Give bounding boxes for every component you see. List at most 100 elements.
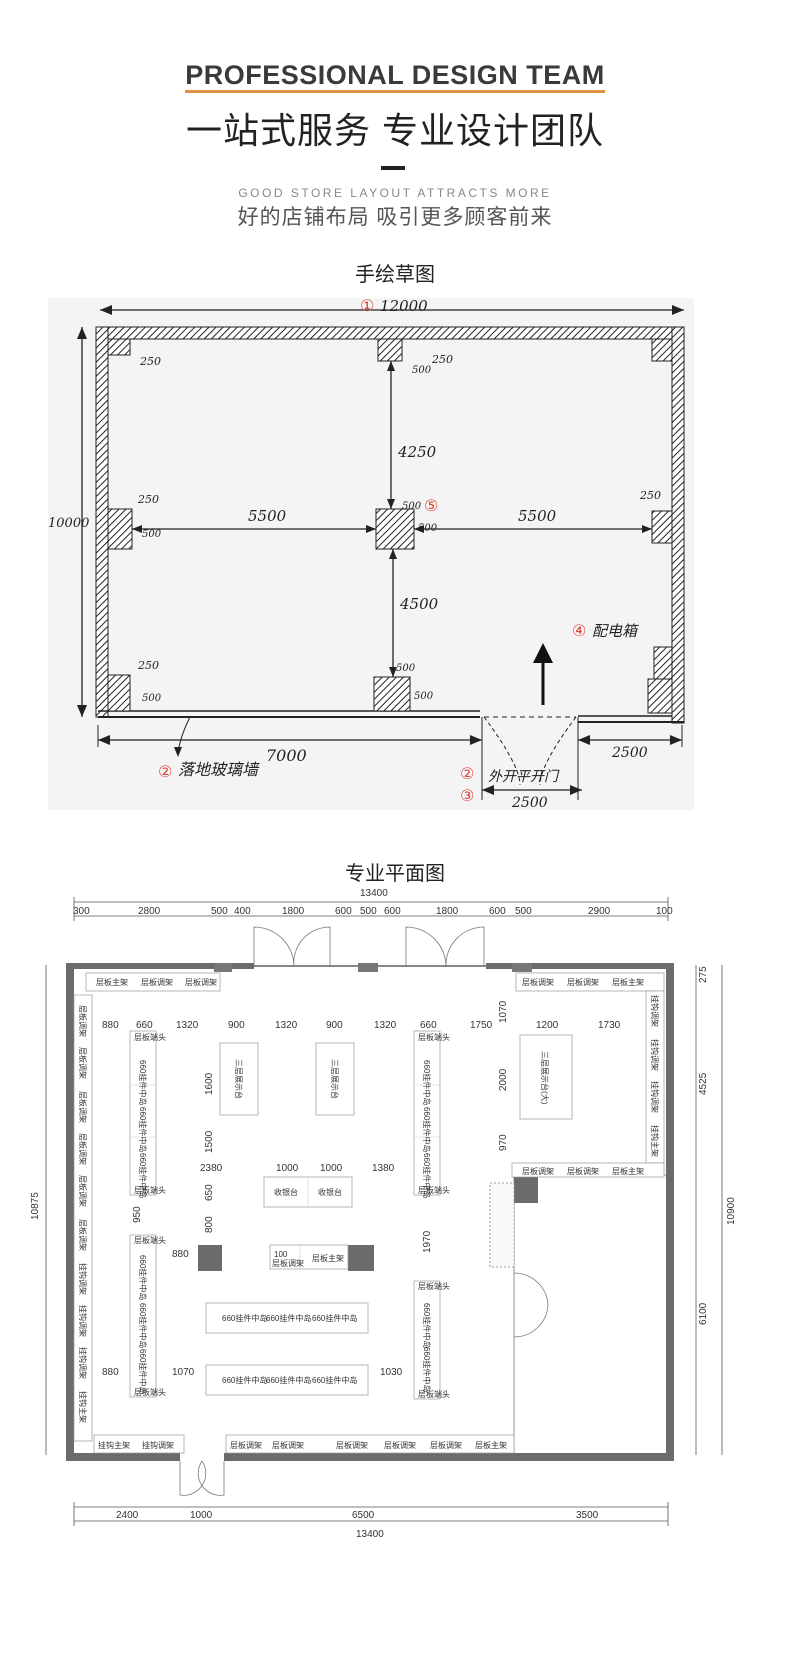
marker-5: ⑤ — [424, 498, 438, 515]
dim-inner: 1380 — [372, 1163, 395, 1174]
dim-inner: 2000 — [498, 1068, 509, 1091]
display-table — [219, 1042, 259, 1116]
inner-door — [513, 1272, 549, 1338]
dim-v-lower: 4500 — [399, 595, 439, 613]
dim-row: 1200 — [536, 1020, 559, 1031]
wall-right — [671, 326, 685, 724]
arrow-head — [672, 305, 684, 315]
label-island: 660挂件中岛 — [222, 1313, 267, 1323]
wall-shelf — [515, 972, 665, 992]
label-island: 660挂件中岛 — [138, 1303, 148, 1348]
island — [205, 1364, 369, 1396]
hand-sketch: ① 12000 10000 5500 5500 4250 4500 7000 2… — [48, 297, 694, 811]
dim-top: 500 — [515, 906, 532, 917]
column — [107, 508, 133, 550]
display-table — [315, 1042, 355, 1116]
wall-top-right — [486, 963, 674, 969]
label-shelf-main: 层板主架 — [612, 977, 644, 987]
label-shelf-adj: 层板调架 — [522, 977, 554, 987]
dim-inner: 650 — [204, 1184, 215, 1201]
label-hang-adj: 挂钩调架 — [650, 995, 660, 1027]
label-hang-adj: 挂钩调架 — [142, 1440, 174, 1450]
label-island: 660挂件中岛 — [222, 1375, 267, 1385]
label-shelf-adj: 层板调架 — [567, 977, 599, 987]
column — [647, 678, 673, 714]
dim-inner: 2380 — [200, 1163, 223, 1174]
door-swing-right — [539, 716, 577, 786]
arrow-head — [77, 327, 87, 339]
label-shelf-main: 层板主架 — [612, 1166, 644, 1176]
dim-row: 1750 — [470, 1020, 493, 1031]
marker-1: ① — [360, 298, 374, 315]
dim-row: 880 — [102, 1020, 119, 1031]
dim-right: 6100 — [698, 1302, 709, 1325]
label-shelf-adj: 层板调架 — [78, 1219, 88, 1251]
header-divider — [381, 166, 405, 170]
dim-bottom: 6500 — [352, 1510, 375, 1521]
col-label: 250 — [139, 355, 161, 368]
arrow-head — [389, 549, 397, 559]
marker-2a: ② — [158, 764, 172, 781]
arrow-head — [642, 525, 652, 533]
col-label: 250 — [639, 489, 661, 502]
label-hang-adj: 挂钩调架 — [78, 1305, 88, 1337]
col-label: 500 — [412, 365, 432, 376]
label-end-cap: 层板端头 — [418, 1281, 450, 1291]
arrow-head — [414, 525, 424, 533]
island — [205, 1302, 369, 1334]
dim-top: 100 — [656, 906, 673, 917]
label-island: 660挂件中岛 — [422, 1060, 432, 1105]
arrow-head — [100, 305, 112, 315]
door-swing-bottom — [179, 1460, 207, 1496]
label-hang-adj: 挂钩调架 — [650, 1039, 660, 1071]
label-hang-adj: 挂钩调架 — [78, 1263, 88, 1295]
dim-inner: 1070 — [498, 1000, 509, 1023]
label-table-small: 三层展示台 — [234, 1059, 244, 1099]
col-label: 500 — [142, 529, 162, 540]
wall-bottom-right — [224, 1453, 674, 1461]
header-subtitle-en: GOOD STORE LAYOUT ATTRACTS MORE — [238, 186, 552, 200]
column — [514, 1177, 538, 1203]
label-shelf-adj: 层板调架 — [567, 1166, 599, 1176]
label-end-cap: 层板端头 — [134, 1185, 166, 1195]
header-title-cn: 一站式服务 专业设计团队 — [185, 110, 604, 151]
door-swing — [293, 926, 331, 968]
dim-top: 500 — [211, 906, 228, 917]
arrow-head — [174, 747, 182, 757]
dim-inner: 1030 — [380, 1367, 403, 1378]
label-island: 660挂件中岛 — [138, 1349, 148, 1394]
sketch-paper — [48, 298, 694, 810]
label-hang-adj: 挂钩调架 — [78, 1347, 88, 1379]
col-label: 500 — [142, 693, 162, 704]
column — [651, 338, 673, 362]
dim-row: 660 — [136, 1020, 153, 1031]
gondola — [413, 1280, 441, 1400]
door-swing — [445, 926, 485, 968]
label-shelf-adj: 层板调架 — [336, 1440, 368, 1450]
door-swing — [253, 926, 295, 968]
label-table-small: 三层展示台 — [330, 1059, 340, 1099]
column — [107, 338, 131, 356]
label-shelf-adj: 层板调架 — [384, 1440, 416, 1450]
note-panel: 配电箱 — [592, 622, 640, 640]
dim-top: 600 — [489, 906, 506, 917]
column — [198, 1245, 222, 1271]
door-swing-left — [483, 716, 521, 786]
label-shelf-adj: 层板调架 — [78, 1091, 88, 1123]
label-island: 660挂件中岛 — [266, 1375, 311, 1385]
label-shelf-adj: 层板调架 — [522, 1166, 554, 1176]
arrow-head — [670, 735, 682, 745]
label-shelf-main: 层板主架 — [96, 977, 128, 987]
label-shelf-adj: 层板调架 — [141, 977, 173, 987]
display-table-big — [519, 1034, 573, 1120]
label-island: 660挂件中岛 — [422, 1347, 432, 1392]
dim-inner: 1070 — [172, 1367, 195, 1378]
wall-top-left — [66, 963, 254, 969]
dim-row: 900 — [228, 1020, 245, 1031]
wall-shelf-row — [511, 1162, 665, 1178]
column — [107, 674, 131, 712]
label-shelf-adj: 层板调架 — [78, 1175, 88, 1207]
label-island: 660挂件中岛 — [266, 1313, 311, 1323]
label-island: 660挂件中岛 — [422, 1153, 432, 1198]
wall-top — [99, 326, 685, 340]
